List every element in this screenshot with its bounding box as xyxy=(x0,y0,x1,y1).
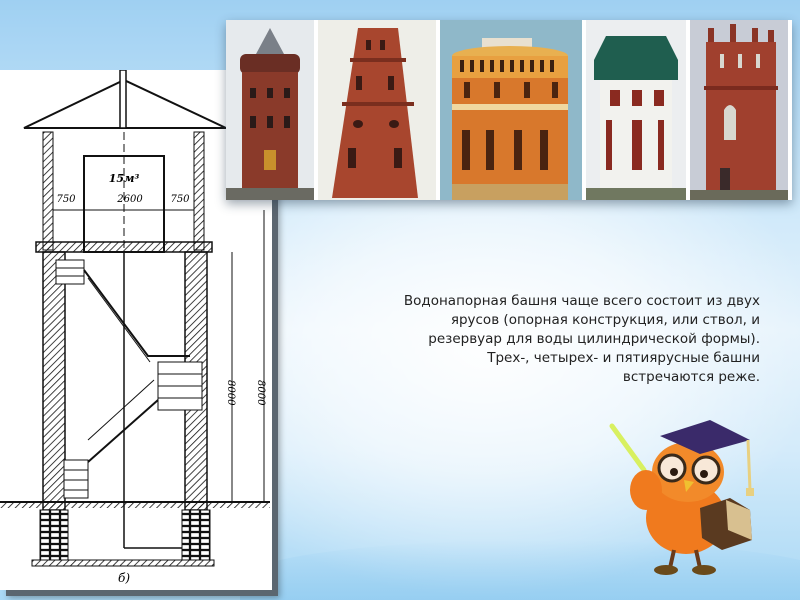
description-line-5: встречаются реже. xyxy=(622,369,760,385)
water-tower-photo-4 xyxy=(586,20,686,200)
dim-left: 750 xyxy=(56,194,76,205)
drawing-caption: б) xyxy=(118,571,130,585)
dim-center: 2600 xyxy=(116,194,143,205)
owl-teacher-mascot xyxy=(600,410,780,580)
water-tower-section-drawing: 15м³ 750 2600 750 8000 80 xyxy=(0,70,272,590)
photo-strip xyxy=(226,20,792,200)
volume-label: 15м³ xyxy=(109,172,140,185)
description-line-1: Водонапорная башня чаще всего состоит из… xyxy=(403,293,760,309)
description-text: Водонапорная башня чаще всего состоит из… xyxy=(330,292,760,387)
description-line-2: ярусов (опорная конструкция, или ствол, … xyxy=(450,312,760,328)
water-tower-photo-5 xyxy=(690,20,788,200)
height-inner-label: 8000 xyxy=(225,380,236,406)
description-line-3: резервуар для воды цилиндрической формы)… xyxy=(428,331,760,347)
water-tower-photo-3 xyxy=(440,20,582,200)
dim-right: 750 xyxy=(170,194,190,205)
water-tower-photo-2 xyxy=(318,20,436,200)
water-tower-photo-1 xyxy=(226,20,314,200)
description-line-4: Трех-, четырех- и пятиярусные башни xyxy=(487,350,760,366)
height-outer-label: 8000 xyxy=(255,380,266,406)
